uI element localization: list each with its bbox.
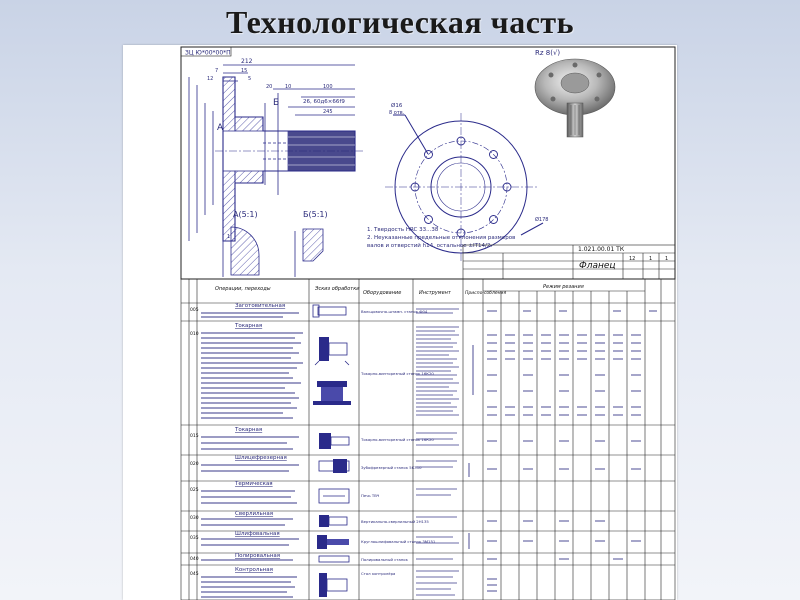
- sketch-030: [319, 515, 348, 527]
- col-tool: Инструмент: [419, 290, 452, 296]
- detail-views: [222, 226, 324, 277]
- equip-025: Печь ТВЧ: [361, 493, 380, 498]
- technical-notes: 1. Твердость HRC 33...38 2. Неуказанные …: [367, 227, 515, 249]
- title-block-sheet: 1: [649, 256, 652, 262]
- dim-bore: Ø16: [391, 102, 403, 109]
- dim-length: 212: [241, 58, 253, 65]
- equip-020: Зубофрезерный станок 5К310: [361, 465, 422, 470]
- sketch-020: [318, 459, 350, 473]
- sheet-code: ЗЦ Ю*00*00*П: [185, 50, 231, 57]
- dim-20: 20: [266, 84, 272, 90]
- doc-number: 1.021.00.01 ТК: [578, 246, 625, 253]
- note-2: 2. Неуказанные предельные отклонения раз…: [367, 235, 515, 241]
- equip-045: Стол контролёра: [361, 571, 395, 576]
- note-3: валов и отверстий h14, остальное ±IT14/2…: [367, 242, 492, 249]
- sketch-010b: [313, 381, 351, 405]
- op-name-020: Шлицефрезерная: [235, 455, 287, 461]
- technical-drawing: ЗЦ Ю*00*00*П 212: [180, 46, 676, 600]
- dim-spline: 26, 60д6×66f9: [303, 99, 345, 105]
- detail-b-label: Б(5:1): [303, 210, 328, 219]
- part-name: Фланец: [579, 261, 616, 271]
- col-operations: Операции, переходы: [215, 286, 271, 292]
- op-num-040: 040: [190, 556, 199, 562]
- flange-3d-render: [534, 58, 616, 138]
- fixture-column-marks: [468, 345, 474, 549]
- equip-030: Вертикально-сверлильный 2Н135: [361, 519, 429, 524]
- mark-b: Б: [273, 98, 279, 108]
- flange-front-view: [385, 113, 544, 261]
- sheet-code-box: [180, 46, 232, 57]
- operation-list: Заготовительная Токарная Токарная Шлицеф…: [234, 303, 287, 573]
- tool-column-text: [416, 308, 459, 596]
- operation-sketches: [312, 304, 351, 597]
- sketch-025: [318, 488, 350, 504]
- op-num-005: 005: [190, 307, 199, 313]
- dim-12: 12: [207, 76, 213, 82]
- sketch-035: [317, 535, 349, 549]
- title-block: [462, 244, 676, 280]
- dim-15: 15: [241, 68, 247, 74]
- op-name-010: Токарная: [234, 323, 262, 329]
- dim-7: 7: [215, 68, 218, 74]
- equipment-list: Вальцовочно-штамп. станок Ф04 Токарно-ви…: [360, 309, 436, 576]
- equip-035: Круглошлифовальный станок 3М151: [361, 539, 436, 544]
- equip-005: Вальцовочно-штамп. станок Ф04: [361, 309, 428, 314]
- operation-numbers: 005 010 015 020 025 030 035 040 045: [190, 307, 199, 577]
- equip-015: Токарно-винторезный станок 16К20: [360, 437, 434, 442]
- sketch-005: [312, 304, 347, 318]
- dim-100: 100: [323, 84, 333, 90]
- col-equipment: Оборудование: [363, 290, 401, 296]
- dim-5: 5: [248, 76, 251, 82]
- op-num-045: 045: [190, 571, 199, 577]
- slide-title: Технологическая часть: [225, 4, 575, 40]
- op-num-010: 010: [190, 331, 199, 337]
- dim-178: Ø178: [535, 216, 548, 223]
- op-name-015: Токарная: [234, 427, 262, 433]
- detail-a-label: А(5:1): [233, 210, 258, 219]
- note-1: 1. Твердость HRC 33...38: [367, 227, 439, 233]
- operation-steps: [201, 312, 303, 598]
- equip-040: Полировальный станок: [361, 557, 409, 562]
- op-num-025: 025: [190, 487, 199, 493]
- roughness-mark: Rz 8(√): [535, 49, 560, 57]
- col-sketch: Эскиз обработки: [314, 286, 360, 292]
- op-name-035: Шлифовальная: [235, 531, 280, 537]
- op-name-030: Сверлильная: [235, 511, 273, 517]
- sketch-015: [319, 433, 350, 449]
- op-num-035: 035: [190, 535, 199, 541]
- sketch-010: [314, 337, 350, 366]
- dim-10: 10: [285, 84, 291, 90]
- op-name-040: Полировальная: [235, 553, 280, 559]
- sketch-040: [318, 555, 350, 563]
- title-block-sheets: 1: [665, 256, 668, 262]
- cutting-mode-values: [487, 310, 657, 592]
- title-block-letter: 12: [629, 256, 635, 262]
- dim-245: 245: [323, 109, 333, 115]
- dim-small-depth: 1: [227, 234, 230, 240]
- op-num-030: 030: [190, 515, 199, 521]
- equip-010: Токарно-винторезный станок 16К20: [360, 371, 434, 376]
- op-name-005: Заготовительная: [235, 303, 285, 309]
- drawing-sheet: ЗЦ Ю*00*00*П 212: [123, 45, 677, 600]
- flange-side-view: [188, 64, 363, 242]
- op-name-025: Термическая: [234, 481, 273, 487]
- op-num-015: 015: [190, 433, 199, 439]
- col-cutting-mode: Режим резания: [543, 284, 584, 290]
- op-num-020: 020: [190, 461, 199, 467]
- sketch-045: [319, 573, 348, 597]
- dim-holes: 8 отв.: [389, 110, 405, 116]
- op-name-045: Контрольная: [235, 567, 273, 573]
- mark-a: А: [217, 123, 224, 133]
- process-table: [180, 278, 676, 600]
- col-fixture: Приспо-собления: [465, 290, 506, 296]
